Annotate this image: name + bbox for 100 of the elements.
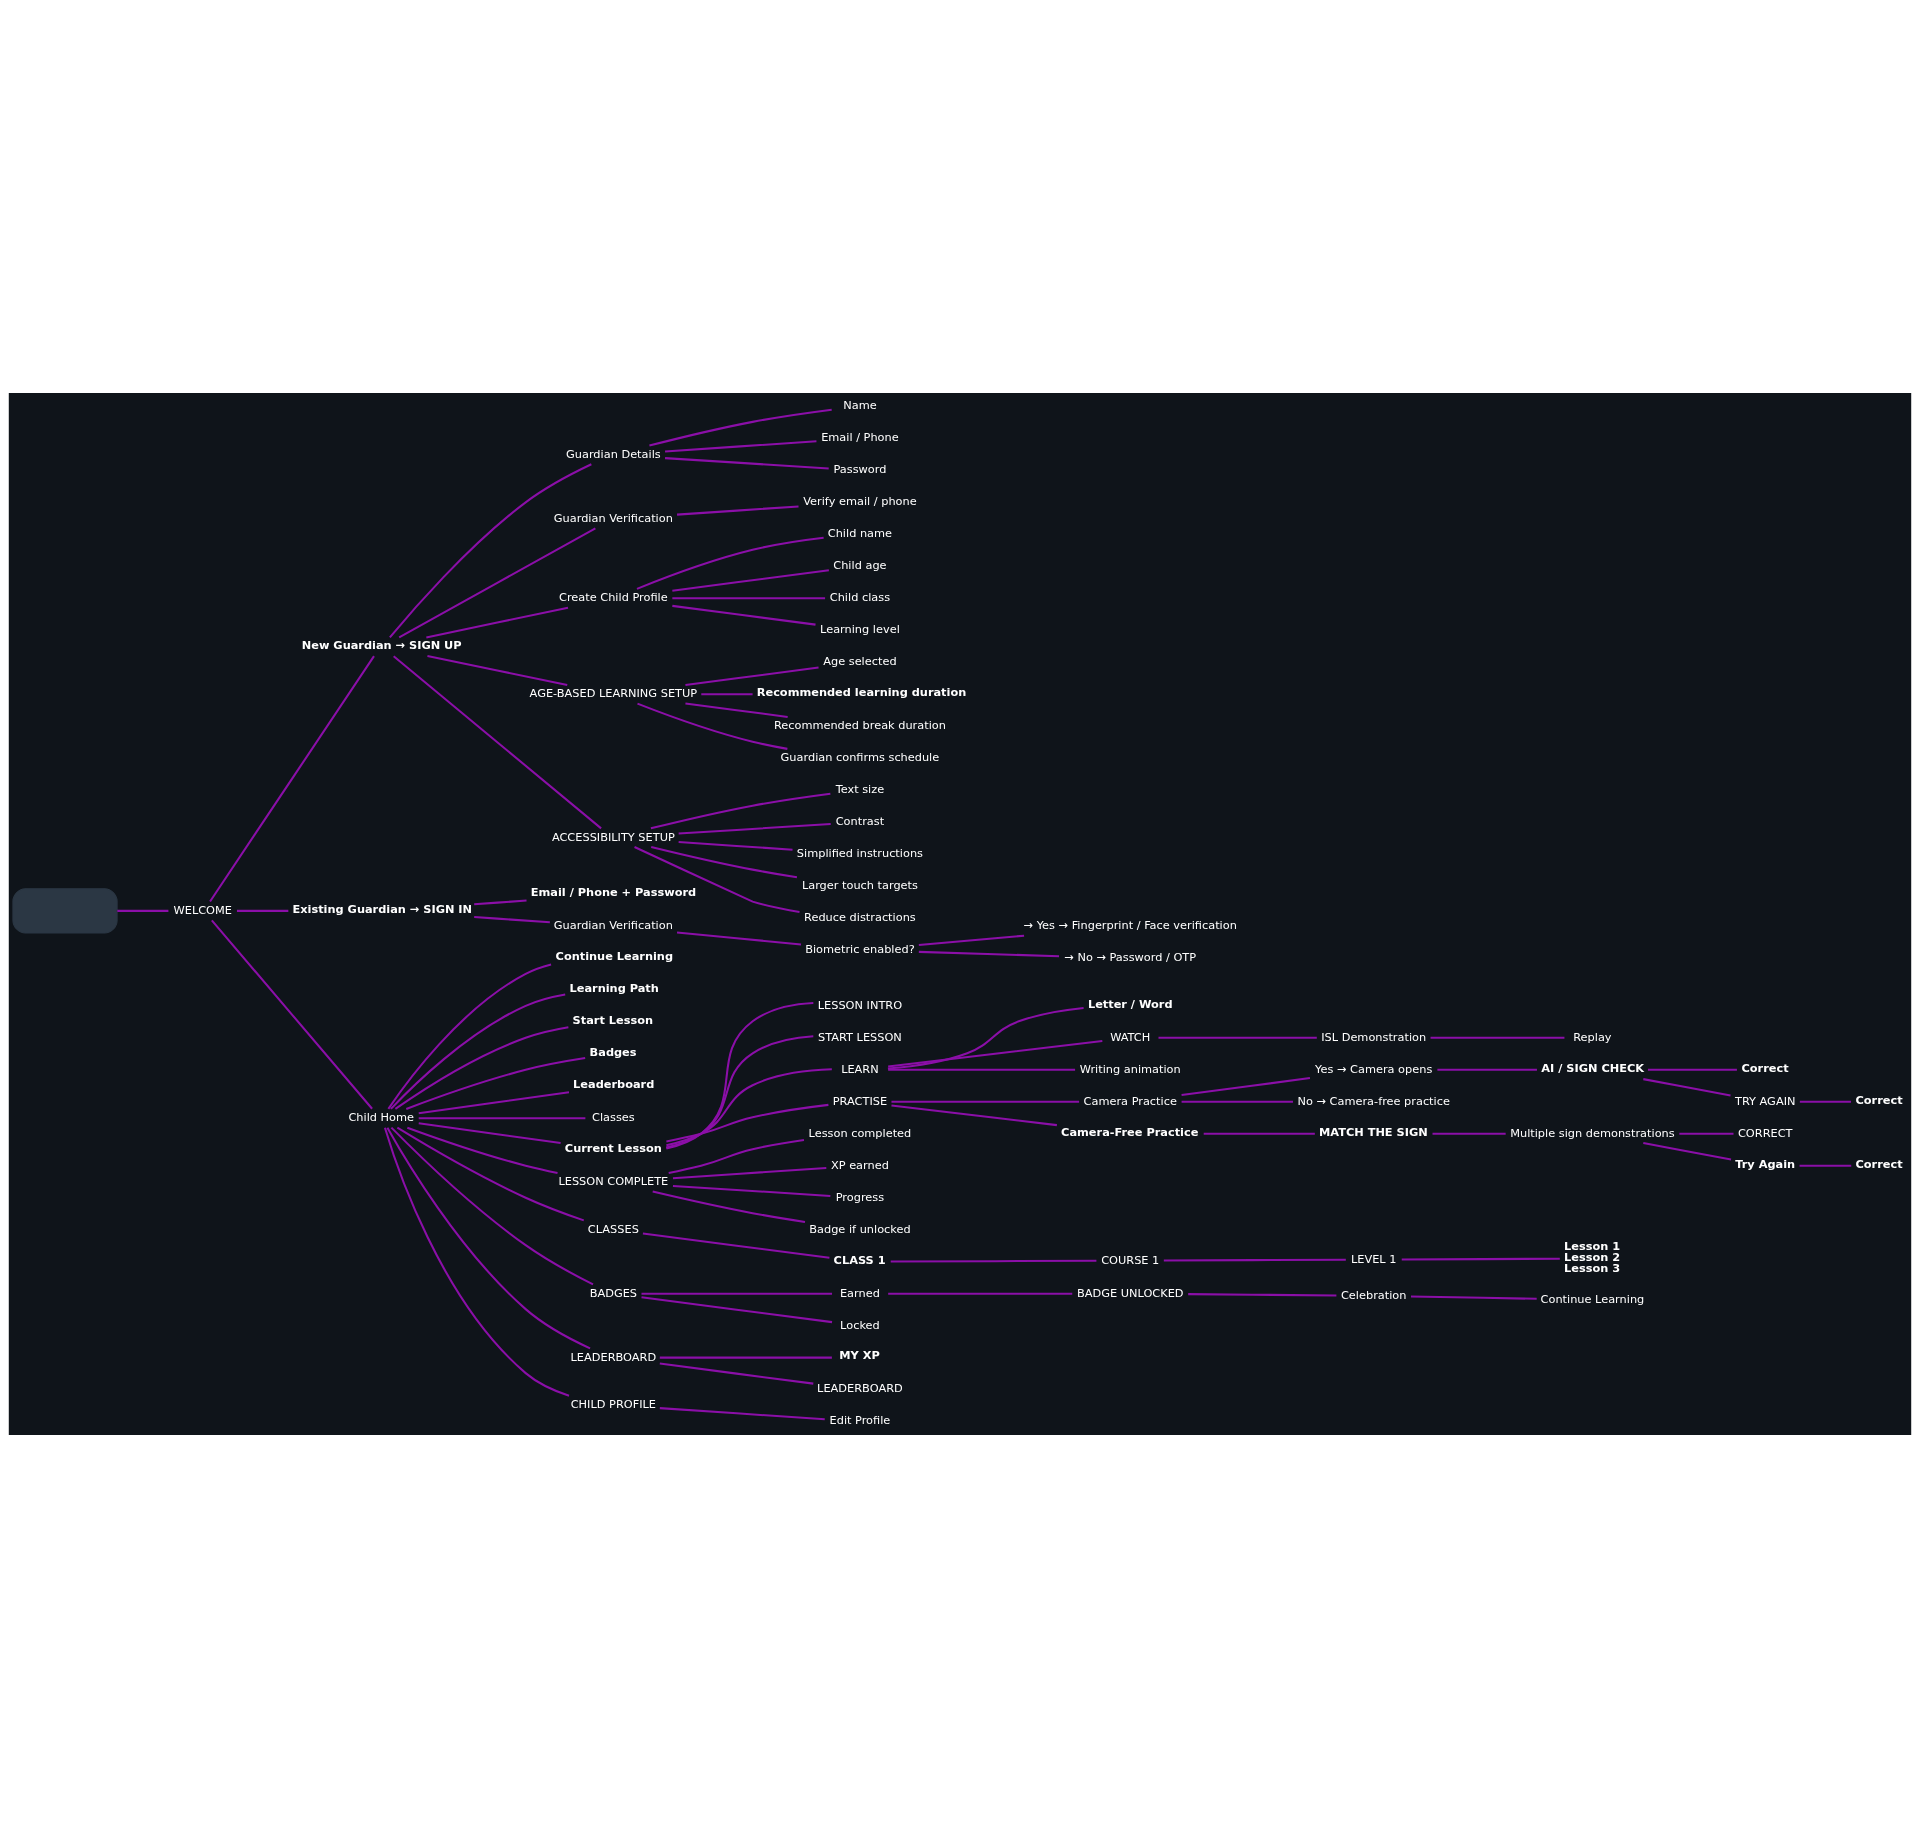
connector xyxy=(676,930,802,946)
node-text: START LESSON xyxy=(818,1029,902,1044)
connector xyxy=(418,1116,586,1119)
node-text: → No → Password / OTP xyxy=(1064,949,1197,964)
connector xyxy=(649,408,832,447)
connector xyxy=(1799,1164,1852,1167)
node-text: LEVEL 1 xyxy=(1350,1251,1397,1265)
node-text: Writing animation xyxy=(1079,1061,1181,1076)
connector xyxy=(634,845,800,913)
node-text: Recommended break duration xyxy=(773,717,946,732)
node-text: BADGE UNLOCKED xyxy=(1076,1285,1184,1300)
connector xyxy=(418,1121,561,1144)
node-text: Classes xyxy=(592,1109,635,1124)
node-text: Password xyxy=(833,461,887,476)
node-text: Child age xyxy=(833,557,887,572)
connector xyxy=(426,606,569,638)
node-text: WATCH xyxy=(1110,1029,1151,1044)
node-text: MY XP xyxy=(839,1347,880,1362)
connector xyxy=(386,1126,591,1349)
node-text: Guardian Verification xyxy=(553,917,673,932)
connector xyxy=(685,702,788,718)
connector xyxy=(236,909,289,912)
node-text: Locked xyxy=(840,1317,880,1332)
connector xyxy=(888,1039,1103,1068)
node-text: TRY AGAIN xyxy=(1734,1093,1796,1108)
node-box xyxy=(12,887,118,934)
connector xyxy=(701,692,753,695)
connector xyxy=(666,1103,829,1142)
connector xyxy=(888,1292,1073,1295)
node-text: New Guardian → SIGN UP xyxy=(301,637,462,652)
node-text: XP earned xyxy=(830,1157,889,1172)
node-text: CHILD PROFILE xyxy=(570,1396,657,1411)
connector xyxy=(390,1126,594,1285)
connector xyxy=(672,596,826,599)
connector xyxy=(1430,1036,1565,1039)
node-text: Current Lesson xyxy=(564,1140,662,1155)
connector xyxy=(652,1190,806,1223)
connector xyxy=(887,1006,1084,1070)
node-text: → Yes → Fingerprint / Face verification xyxy=(1023,917,1237,932)
node-text: Name xyxy=(843,397,877,412)
node-text: Camera-Free Practice xyxy=(1061,1124,1199,1139)
node-text: Celebration xyxy=(1340,1287,1407,1302)
node-text: Verify email / phone xyxy=(803,493,917,508)
connector xyxy=(387,962,552,1109)
connector xyxy=(665,439,817,452)
connector xyxy=(418,1090,570,1114)
connector xyxy=(211,919,373,1109)
node-text: Guardian Details xyxy=(566,446,661,461)
node-text: PRACTISE xyxy=(832,1093,888,1108)
node-text: No → Camera-free practice xyxy=(1297,1093,1450,1108)
connector xyxy=(672,1166,827,1179)
node-text: Lesson completed xyxy=(808,1125,912,1140)
node-text: LESSON INTRO xyxy=(817,997,903,1012)
node-text: Biometric enabled? xyxy=(805,941,915,956)
connector xyxy=(209,655,375,902)
connector xyxy=(918,934,1025,946)
connector xyxy=(665,1034,814,1148)
node-text: Child name xyxy=(827,525,893,540)
node-text: Create Child Profile xyxy=(559,589,668,604)
node-text: Letter / Word xyxy=(1087,996,1173,1011)
connector xyxy=(637,702,788,750)
connector xyxy=(389,462,592,638)
connector xyxy=(1188,1292,1337,1296)
connector xyxy=(405,1056,586,1110)
connector xyxy=(918,950,1060,957)
connector xyxy=(641,1295,833,1323)
node-text: Correct xyxy=(1855,1092,1903,1107)
connector xyxy=(666,1067,832,1146)
connector xyxy=(641,1292,833,1295)
connector xyxy=(665,456,829,469)
node-text: Lesson 1 Lesson 2 Lesson 3 xyxy=(1564,1238,1621,1275)
connector xyxy=(672,568,829,592)
connector xyxy=(636,536,824,590)
node-text: Child class xyxy=(829,589,891,604)
connector xyxy=(678,822,831,835)
node-text: Age selected xyxy=(823,653,897,668)
node-text: Yes → Camera opens xyxy=(1315,1061,1433,1076)
connector xyxy=(1158,1036,1317,1039)
node-text: Start Lesson xyxy=(572,1012,654,1027)
connector xyxy=(1799,1100,1851,1103)
connector xyxy=(1410,1294,1537,1300)
connector xyxy=(396,1126,585,1221)
connector xyxy=(474,915,550,923)
node-text: LESSON COMPLETE xyxy=(558,1173,669,1188)
node-text: Badge if unlocked xyxy=(809,1221,911,1236)
node-text: Simplified instructions xyxy=(796,845,923,860)
node-text: Guardian confirms schedule xyxy=(780,749,940,764)
node-text: AGE-BASED LEARNING SETUP xyxy=(529,685,698,700)
connector xyxy=(1432,1132,1506,1135)
node-text: Email / Phone xyxy=(821,429,899,444)
node-text: LEARN xyxy=(841,1061,879,1076)
node-text: CLASSES xyxy=(587,1221,639,1236)
node-text: Try Again xyxy=(1735,1156,1796,1171)
node-text: MATCH THE SIGN xyxy=(1319,1124,1428,1139)
node-text: Continue Learning xyxy=(1540,1291,1645,1306)
connector xyxy=(1643,1077,1731,1096)
node-text: Camera Practice xyxy=(1083,1093,1177,1108)
node-text: Learning Path xyxy=(569,980,659,995)
connector xyxy=(390,992,566,1110)
connector xyxy=(1181,1100,1293,1103)
